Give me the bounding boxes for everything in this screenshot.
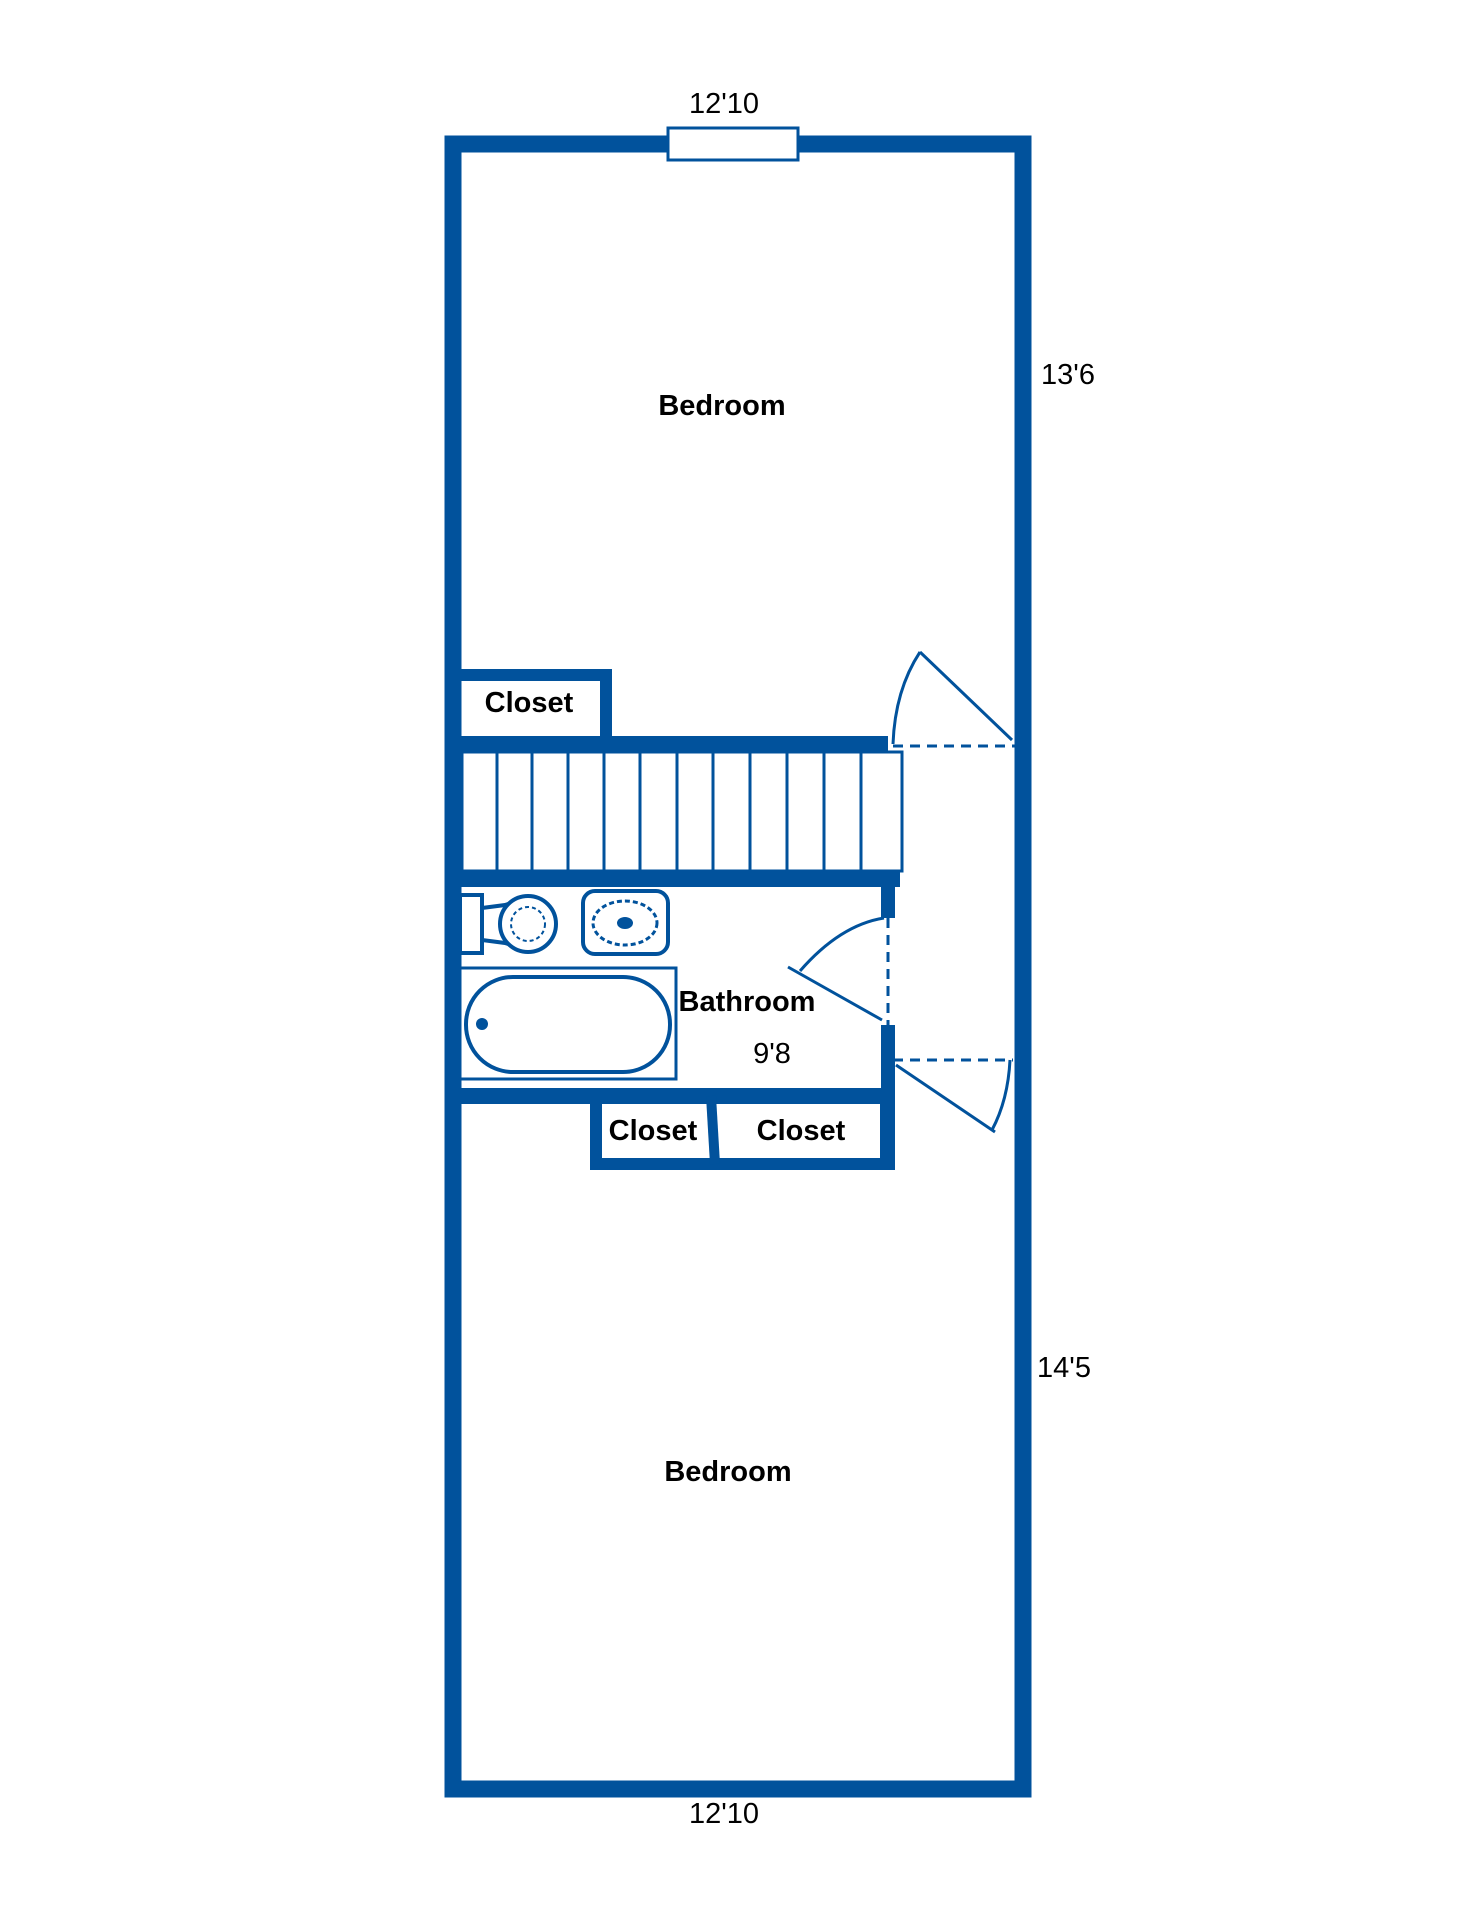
bathroom-door-swing-icon xyxy=(787,916,885,1022)
closet-top-walls xyxy=(453,669,612,742)
closet-top-label: Closet xyxy=(485,687,574,719)
closet-bottom-left-label: Closet xyxy=(609,1115,698,1147)
toilet-icon xyxy=(458,893,558,955)
bedroom-bottom-label: Bedroom xyxy=(664,1456,791,1488)
bathroom-label: Bathroom xyxy=(679,986,816,1018)
top-bedroom-depth-dim: 13'6 xyxy=(1041,359,1095,391)
top-width-dim: 12'10 xyxy=(689,88,759,120)
door-swing-icon xyxy=(891,650,1015,748)
bottom-width-dim: 12'10 xyxy=(689,1798,759,1830)
sink-icon xyxy=(581,889,670,956)
window-icon xyxy=(666,126,800,162)
bottom-door-swing-icon xyxy=(893,1058,1013,1134)
bedroom-top-label: Bedroom xyxy=(658,390,785,422)
closets-bottom-walls xyxy=(590,1090,892,1170)
closet-bottom-right-label: Closet xyxy=(757,1115,846,1147)
bathtub-icon xyxy=(458,966,678,1081)
bottom-bedroom-depth-dim: 14'5 xyxy=(1037,1352,1091,1384)
stair-walls xyxy=(453,736,900,887)
stairs-icon xyxy=(460,750,904,873)
bathroom-width-dim: 9'8 xyxy=(753,1038,791,1070)
